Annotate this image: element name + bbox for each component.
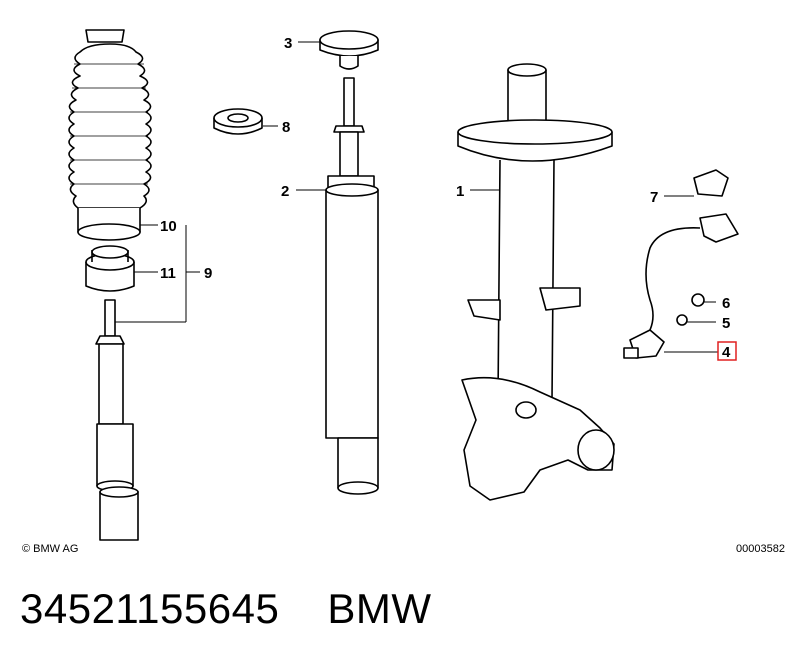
- callout-9: 9: [204, 265, 212, 282]
- callout-2: 2: [281, 183, 289, 200]
- washer-part: [213, 108, 263, 135]
- leader-lines: [115, 41, 718, 353]
- shock-absorber-part: [325, 77, 379, 495]
- brand-text: BMW: [327, 585, 432, 632]
- footer-caption: 34521155645 BMW: [20, 585, 479, 633]
- callout-4: 4: [722, 344, 731, 361]
- diagram-id: 00003582: [736, 543, 785, 555]
- part-number-text: 34521155645: [20, 585, 280, 632]
- highlight-box: [717, 341, 737, 361]
- callout-8: 8: [282, 119, 290, 136]
- copyright-text: © BMW AG: [22, 543, 78, 555]
- callout-5: 5: [722, 315, 730, 332]
- strut-mount-part: [319, 30, 379, 70]
- callout-3: 3: [284, 35, 292, 52]
- strut-housing-part: [457, 63, 615, 501]
- callout-1: 1: [456, 183, 464, 200]
- wheel-speed-sensor-part: [623, 169, 739, 359]
- callout-6: 6: [722, 295, 730, 312]
- callout-7: 7: [650, 189, 658, 206]
- callout-10: 10: [160, 218, 177, 235]
- protective-boot-part: [68, 29, 152, 241]
- damper-insert-part: [95, 299, 139, 541]
- bump-stop-part: [85, 245, 135, 292]
- callout-11: 11: [160, 265, 176, 282]
